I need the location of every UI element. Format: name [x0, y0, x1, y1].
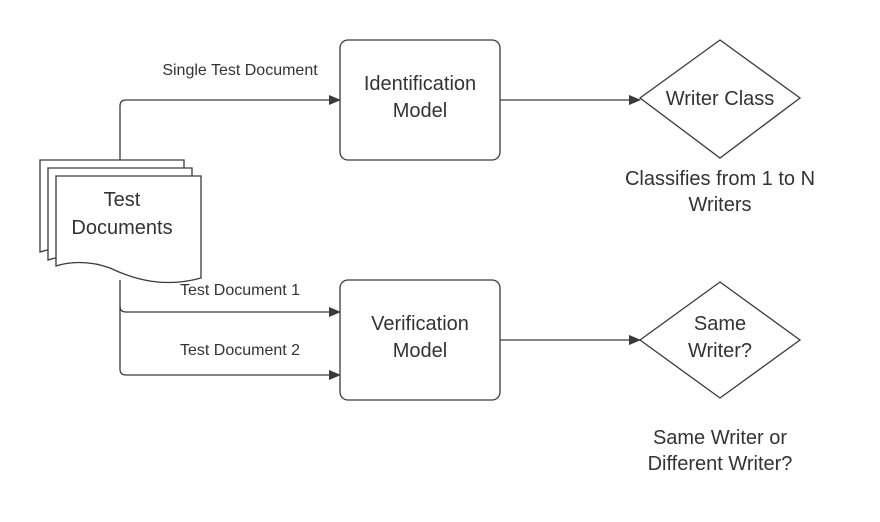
verification-model-label-line1: Verification	[371, 313, 469, 335]
edge-label-test-document-1: Test Document 1	[180, 282, 300, 299]
writer-class-diamond	[638, 39, 802, 159]
document-shape-front	[55, 175, 202, 284]
identification-model-label-line2: Model	[393, 100, 447, 122]
classifies-note-line1: Classifies from 1 to N	[625, 168, 815, 190]
same-or-different-note-line1: Same Writer or	[653, 427, 787, 449]
verification-model-node: Verification Model	[339, 279, 501, 401]
classifies-note-line2: Writers	[689, 194, 752, 216]
same-writer-label-line1: Same	[694, 313, 746, 335]
identification-model-node: Identification Model	[339, 39, 501, 161]
edge-label-single-test-document: Single Test Document	[162, 62, 318, 79]
writer-class-label: Writer Class	[666, 88, 775, 110]
same-writer-diamond	[638, 281, 802, 399]
test-documents-label-line1: Test	[104, 189, 141, 211]
identification-model-label-line1: Identification	[364, 73, 476, 95]
edge-label-test-document-2: Test Document 2	[180, 342, 300, 359]
test-documents-stack: Test Documents	[39, 159, 202, 284]
same-writer-node: Same Writer?	[638, 281, 802, 399]
same-or-different-note-line2: Different Writer?	[648, 453, 793, 475]
same-writer-label-line2: Writer?	[688, 340, 752, 362]
writer-class-node: Writer Class	[638, 39, 802, 159]
connector-single-test-document	[119, 95, 341, 160]
test-documents-label-line2: Documents	[71, 217, 172, 239]
connector-test-document-2	[119, 306, 341, 380]
verification-model-label-line2: Model	[393, 340, 447, 362]
